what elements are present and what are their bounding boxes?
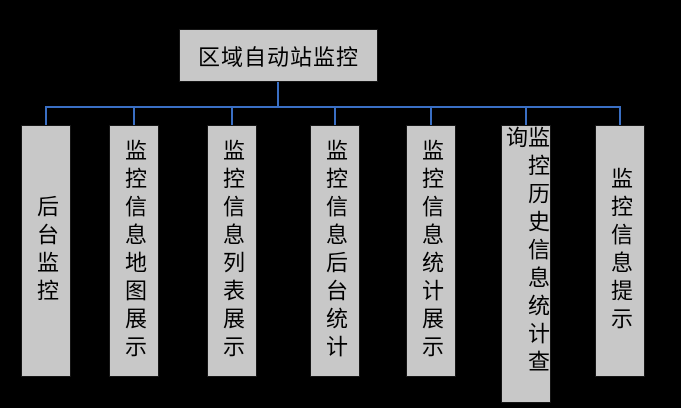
connector-stub-backend-monitor — [45, 107, 47, 126]
node-backend-stats: 监控信息后台统计 — [310, 125, 360, 377]
node-stats-display: 监控信息统计展示 — [406, 125, 456, 377]
connector-stub-stats-display — [430, 107, 432, 126]
node-history-query-label: 监控历史信息统计查询 — [503, 126, 550, 378]
node-map-display: 监控信息地图展示 — [109, 125, 159, 377]
connector-stub-history-query — [525, 107, 527, 126]
connector-stub-map-display — [133, 107, 135, 126]
connector-stub-backend-stats — [334, 107, 336, 126]
node-backend-stats-label: 监控信息后台统计 — [323, 139, 348, 363]
connector-stub-info-alert — [619, 107, 621, 126]
root-node-label: 区域自动站监控 — [197, 44, 359, 70]
node-info-alert-label: 监控信息提示 — [608, 167, 633, 335]
node-backend-monitor-label: 后台监控 — [34, 195, 59, 307]
connector-horizontal-bus — [45, 106, 621, 108]
node-stats-display-label: 监控信息统计展示 — [419, 139, 444, 363]
root-node: 区域自动站监控 — [179, 29, 378, 82]
connector-root-stub — [277, 82, 279, 107]
node-list-display-label: 监控信息列表展示 — [220, 139, 245, 363]
node-list-display: 监控信息列表展示 — [207, 125, 257, 377]
node-history-query: 监控历史信息统计查询 — [501, 125, 551, 403]
node-map-display-label: 监控信息地图展示 — [122, 139, 147, 363]
connector-stub-list-display — [231, 107, 233, 126]
node-backend-monitor: 后台监控 — [21, 125, 71, 377]
node-info-alert: 监控信息提示 — [595, 125, 645, 377]
